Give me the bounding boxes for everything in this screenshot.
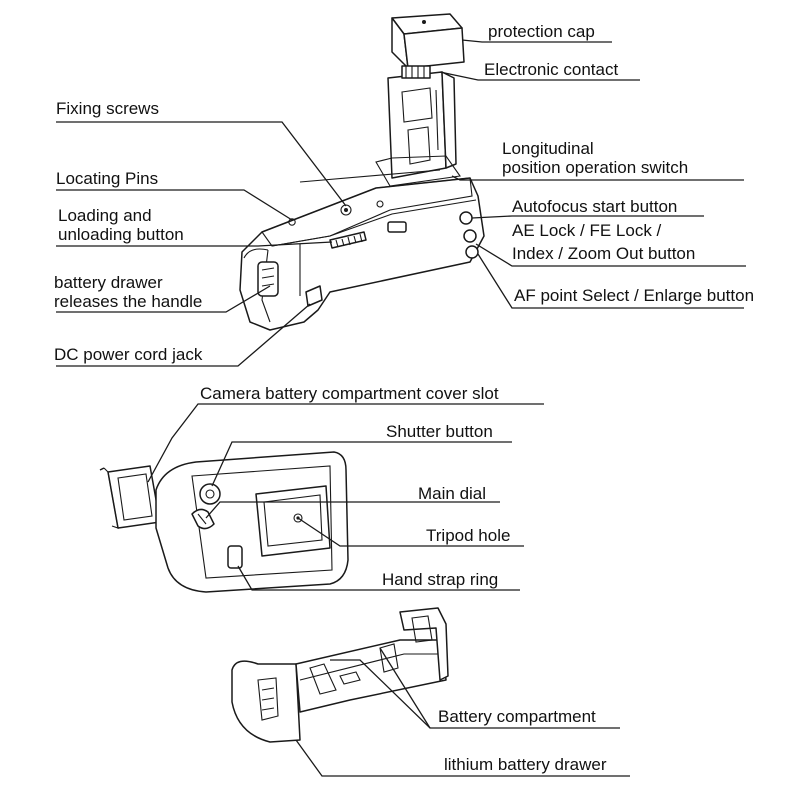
leader-lines: [56, 39, 746, 777]
label-tripod-hole: Tripod hole: [426, 526, 510, 545]
label-battery-compartment: Battery compartment: [438, 707, 596, 726]
label-shutter-button: Shutter button: [386, 422, 493, 441]
label-ae-lock-line1: AE Lock / FE Lock /: [512, 221, 662, 240]
label-hand-strap-ring: Hand strap ring: [382, 570, 498, 589]
label-dc-jack: DC power cord jack: [54, 345, 203, 364]
battery-tower-drawing: [387, 65, 457, 179]
label-autofocus-start: Autofocus start button: [512, 197, 677, 216]
grip-underside-drawing: [155, 451, 349, 593]
label-main-dial: Main dial: [418, 484, 486, 503]
grip-bottom-view: [99, 451, 349, 593]
label-fixing-screws: Fixing screws: [56, 99, 159, 118]
label-cover-slot: Camera battery compartment cover slot: [200, 384, 499, 403]
label-loading-line2: unloading button: [58, 225, 184, 244]
label-af-point: AF point Select / Enlarge button: [514, 286, 754, 305]
protection-cap-drawing: [391, 13, 465, 69]
label-longitudinal-line1: Longitudinal: [502, 139, 594, 158]
battery-drawer-view: [231, 607, 449, 743]
label-protection-cap: protection cap: [488, 22, 595, 41]
label-electronic-contact: Electronic contact: [484, 60, 618, 79]
label-loading-line1: Loading and: [58, 206, 152, 225]
label-group: protection cap Electronic contact Fixing…: [54, 22, 754, 774]
label-drawer-release-line1: battery drawer: [54, 273, 163, 292]
label-ae-lock-line2: Index / Zoom Out button: [512, 244, 695, 263]
label-drawer-release-line2: releases the handle: [54, 292, 202, 311]
label-locating-pins: Locating Pins: [56, 169, 158, 188]
grip-top-view: [239, 13, 485, 331]
label-longitudinal-line2: position operation switch: [502, 158, 688, 177]
battery-cover-drawing: [99, 465, 161, 529]
label-lithium-drawer: lithium battery drawer: [444, 755, 607, 774]
grip-body-drawing: [239, 155, 485, 331]
